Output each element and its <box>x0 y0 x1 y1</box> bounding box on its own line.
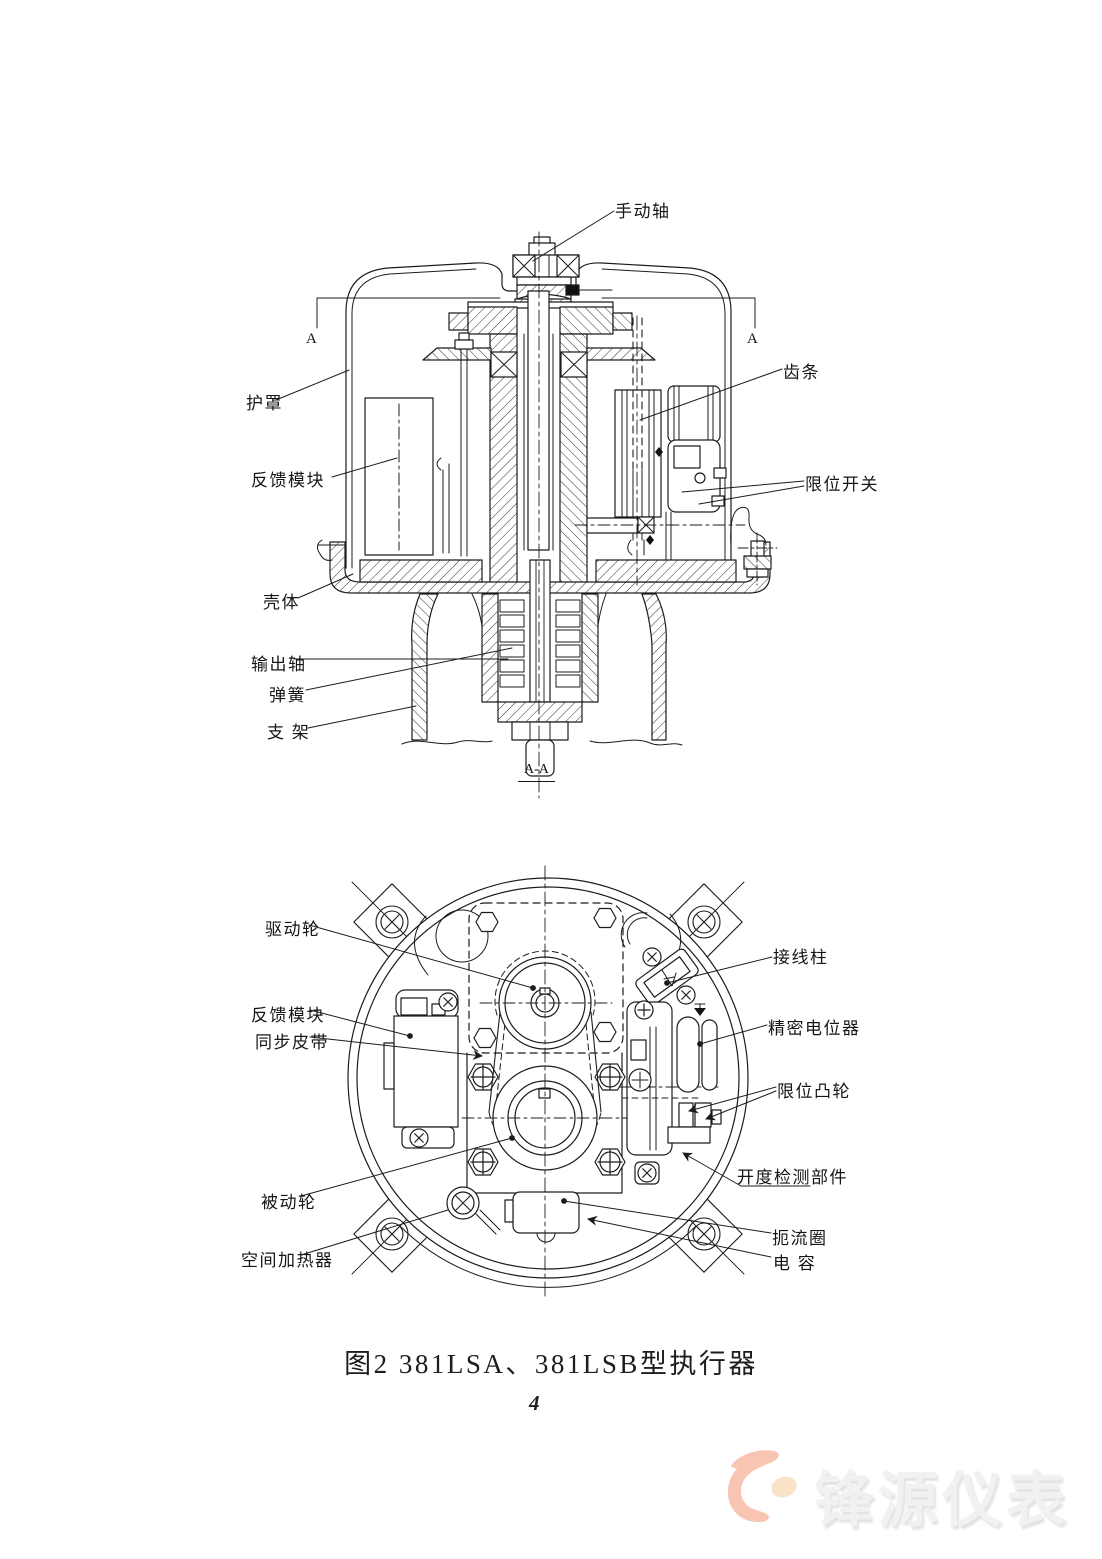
label-space-heater: 空间加热器 <box>241 1251 334 1270</box>
section-letter-right: A <box>747 331 758 347</box>
label-spring: 弹簧 <box>269 686 306 705</box>
watermark-text: 锋源仪表 <box>814 1467 1070 1534</box>
label-output-shaft: 输出轴 <box>251 655 307 674</box>
label-capacitor: 电 容 <box>773 1254 817 1273</box>
label-driven-wheel: 被动轮 <box>261 1193 317 1212</box>
label-limit-cam: 限位凸轮 <box>777 1082 851 1101</box>
label-feedback-module-top: 反馈模块 <box>251 471 325 490</box>
brand-logo-icon <box>727 1450 797 1523</box>
page-number: 4 <box>529 1391 540 1415</box>
label-drive-wheel: 驱动轮 <box>265 920 321 939</box>
label-limit-switch: 限位开关 <box>805 475 879 494</box>
label-choke-coil: 扼流圈 <box>772 1229 828 1248</box>
label-bracket: 支 架 <box>267 723 311 742</box>
label-manual-shaft: 手动轴 <box>615 202 671 221</box>
section-title: A-A <box>518 762 555 782</box>
label-feedback-module-bottom: 反馈模块 <box>251 1006 325 1025</box>
label-opening-detector: 开度检测部件 <box>737 1168 848 1187</box>
section-letter-left: A <box>306 331 317 347</box>
figure-caption: 图2 381LSA、381LSB型执行器 <box>344 1349 758 1379</box>
label-precision-potentiometer: 精密电位器 <box>768 1019 861 1038</box>
label-shield: 护罩 <box>246 394 283 413</box>
label-rack: 齿条 <box>783 363 820 382</box>
label-terminal-post: 接线柱 <box>773 948 829 967</box>
label-housing: 壳体 <box>263 593 300 612</box>
label-sync-belt: 同步皮带 <box>255 1033 329 1052</box>
